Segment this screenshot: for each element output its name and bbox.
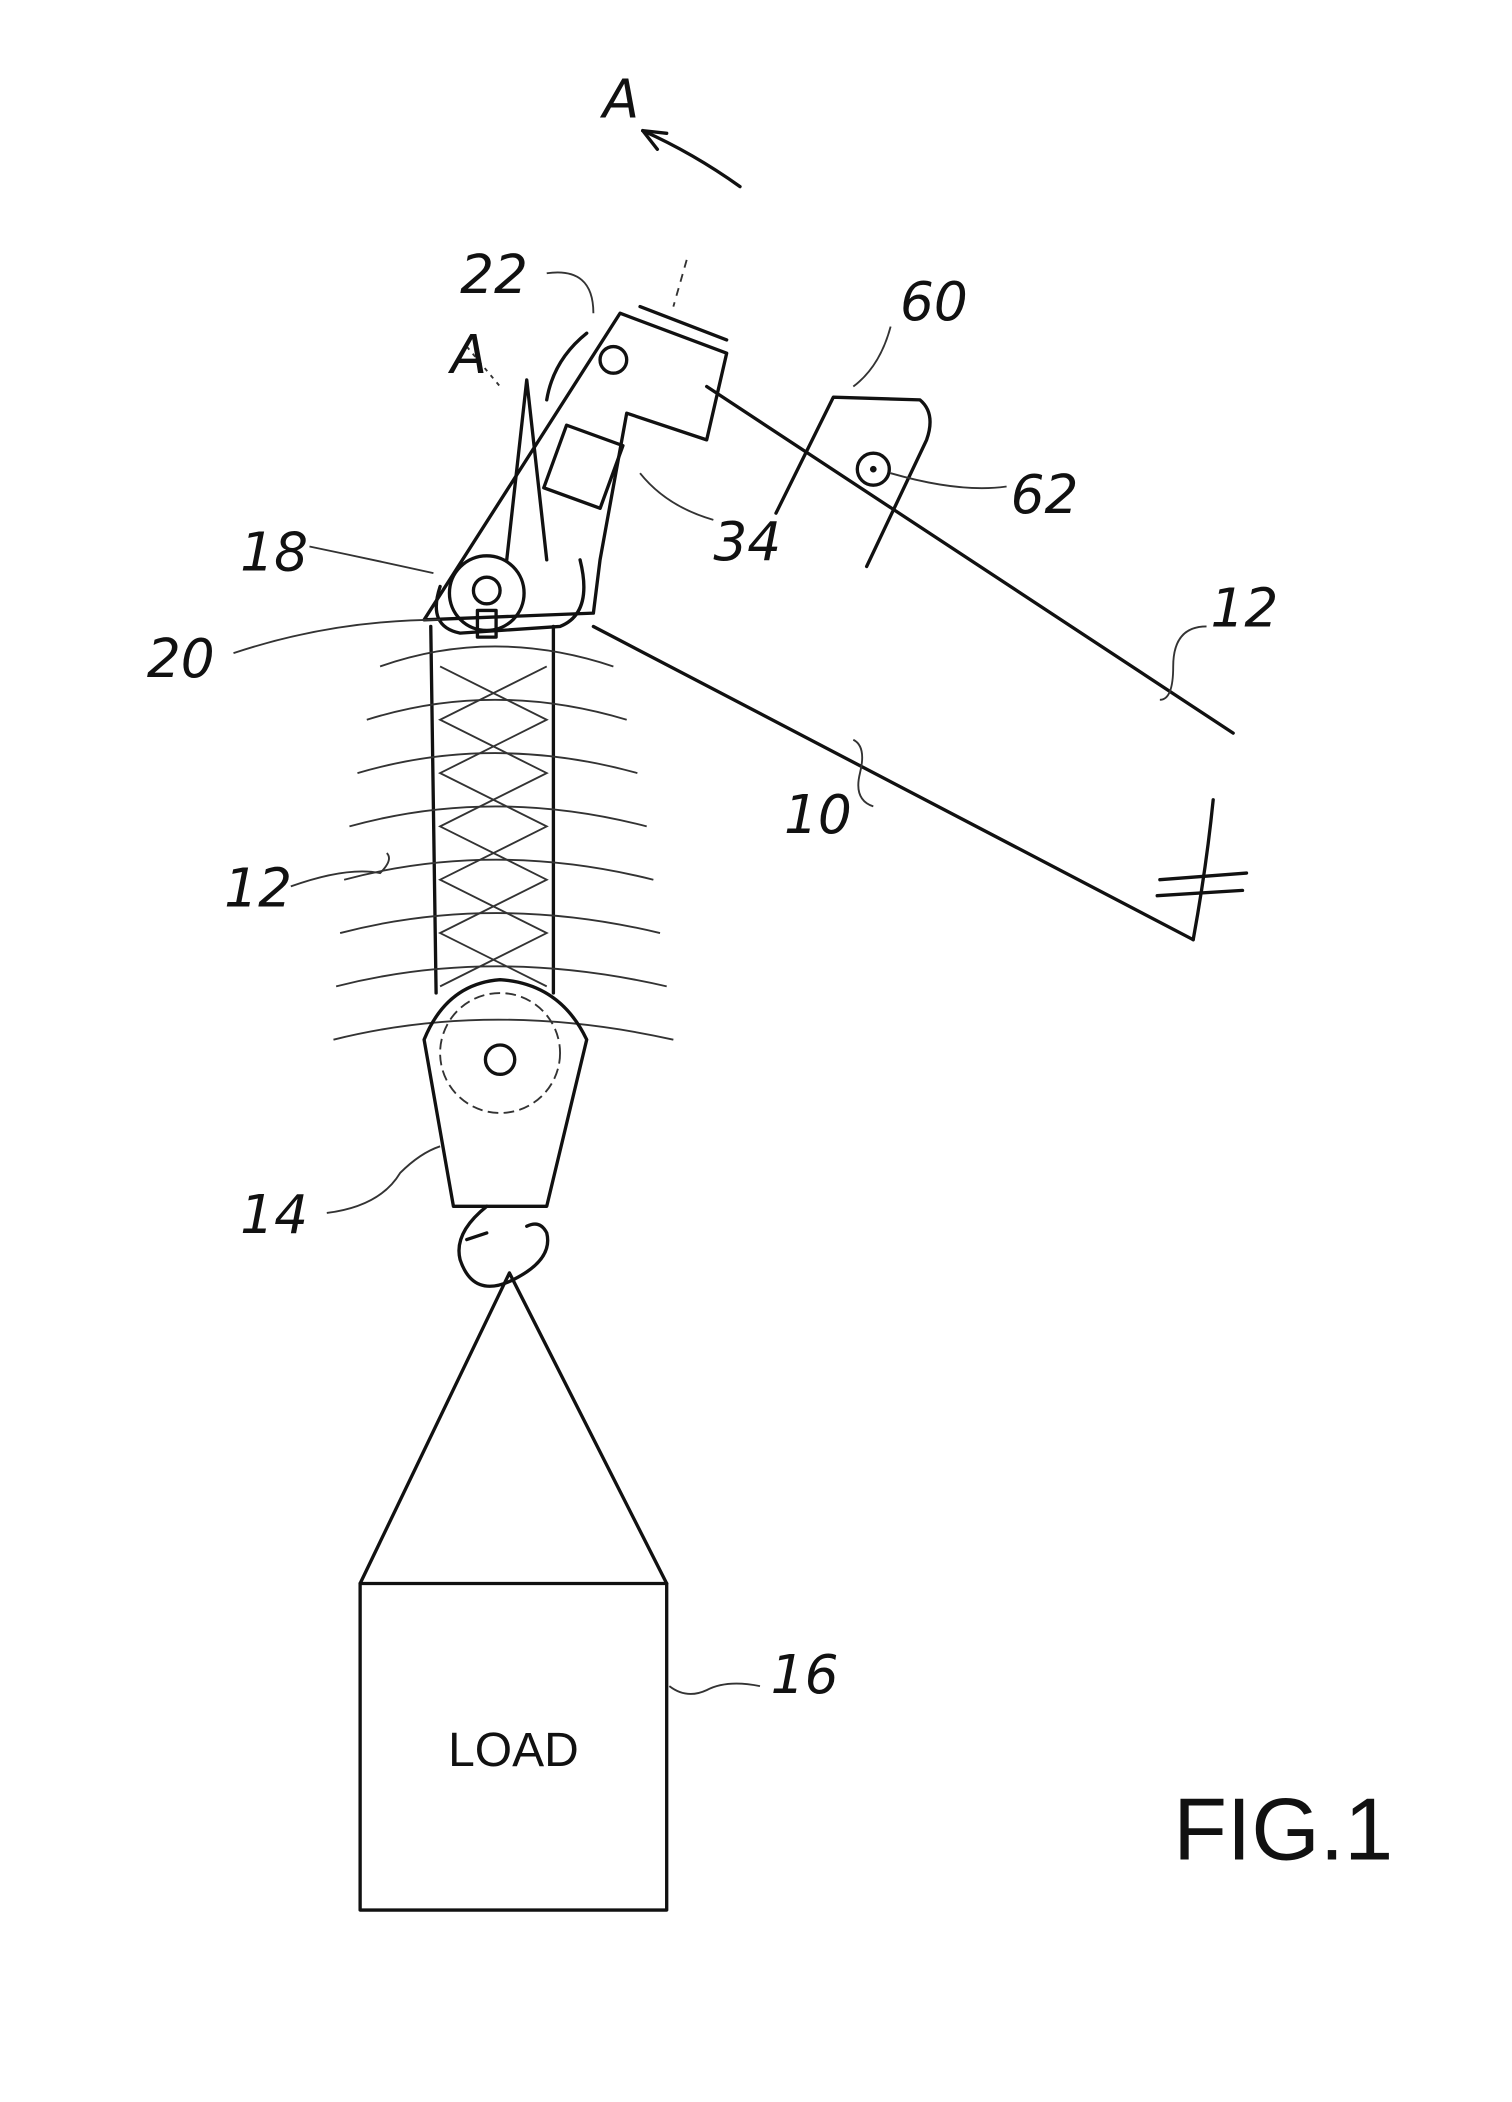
- label-10: 10: [784, 784, 852, 846]
- label-14: 14: [240, 1184, 308, 1246]
- load-assembly: [360, 1273, 667, 1910]
- label-18: 18: [240, 521, 308, 583]
- boom: [593, 387, 1246, 940]
- label-22: 22: [460, 244, 528, 306]
- label-12-boom: 12: [1211, 577, 1279, 639]
- label-20: 20: [147, 628, 215, 690]
- label-60: 60: [900, 271, 968, 333]
- label-12-rope: 12: [224, 857, 292, 919]
- rope-falls: [333, 626, 673, 1039]
- boom-head: [424, 260, 727, 637]
- figure-caption: FIG.1: [1173, 1779, 1393, 1878]
- label-a-top: A: [600, 68, 639, 130]
- label-34: 34: [713, 511, 781, 573]
- label-62: 62: [1011, 464, 1079, 526]
- hook-block: [424, 980, 587, 1287]
- label-a-head: A: [448, 324, 487, 386]
- label-16: 16: [771, 1644, 839, 1706]
- load-label: LOAD: [448, 1724, 579, 1777]
- rotation-arrow: [643, 131, 740, 187]
